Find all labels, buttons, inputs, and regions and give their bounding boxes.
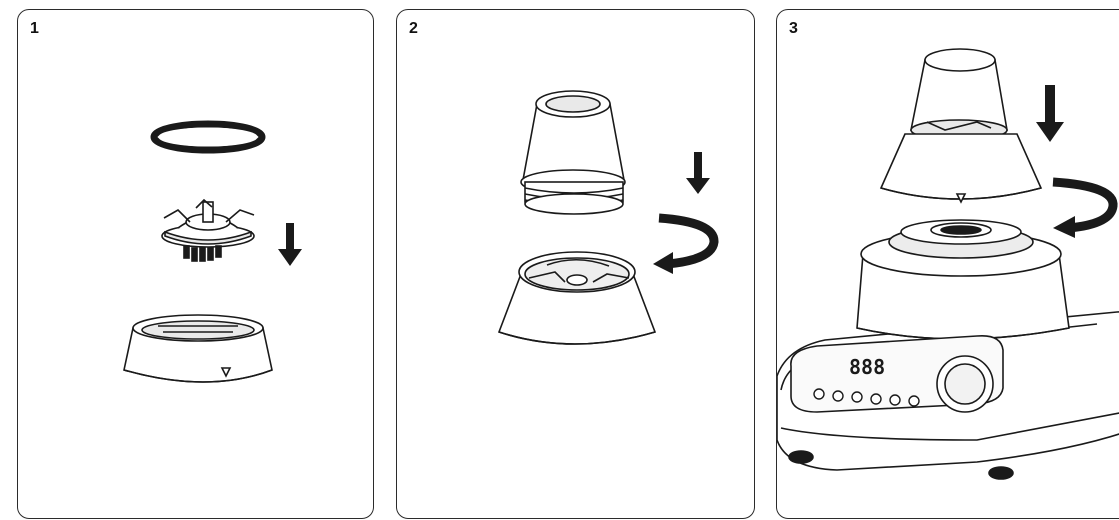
sealing-ring (154, 124, 262, 150)
blade-assembly (162, 200, 254, 261)
program-button[interactable] (871, 394, 881, 404)
jar-assembly (881, 49, 1041, 202)
step-1-illustration (18, 10, 374, 519)
motor-base (777, 220, 1119, 479)
step-1-panel: 1 (17, 9, 374, 519)
step-3-panel: 3 (776, 9, 1119, 519)
jar (521, 91, 625, 214)
led-display: 888 (849, 355, 885, 379)
program-button[interactable] (909, 396, 919, 406)
program-button[interactable] (852, 392, 862, 402)
rotate-arrow-icon (653, 218, 714, 274)
rotate-arrow-icon (1053, 182, 1113, 238)
step-3-illustration: 888 (777, 10, 1119, 519)
blade-collar (124, 315, 272, 382)
down-arrow-icon (278, 223, 302, 266)
blade-collar (499, 252, 655, 344)
down-arrow-icon (686, 152, 710, 194)
step-2-illustration (397, 10, 755, 519)
speed-dial[interactable] (937, 356, 993, 412)
down-arrow-icon (1036, 85, 1064, 142)
program-button[interactable] (814, 389, 824, 399)
step-2-panel: 2 (396, 9, 755, 519)
program-button[interactable] (890, 395, 900, 405)
program-button[interactable] (833, 391, 843, 401)
